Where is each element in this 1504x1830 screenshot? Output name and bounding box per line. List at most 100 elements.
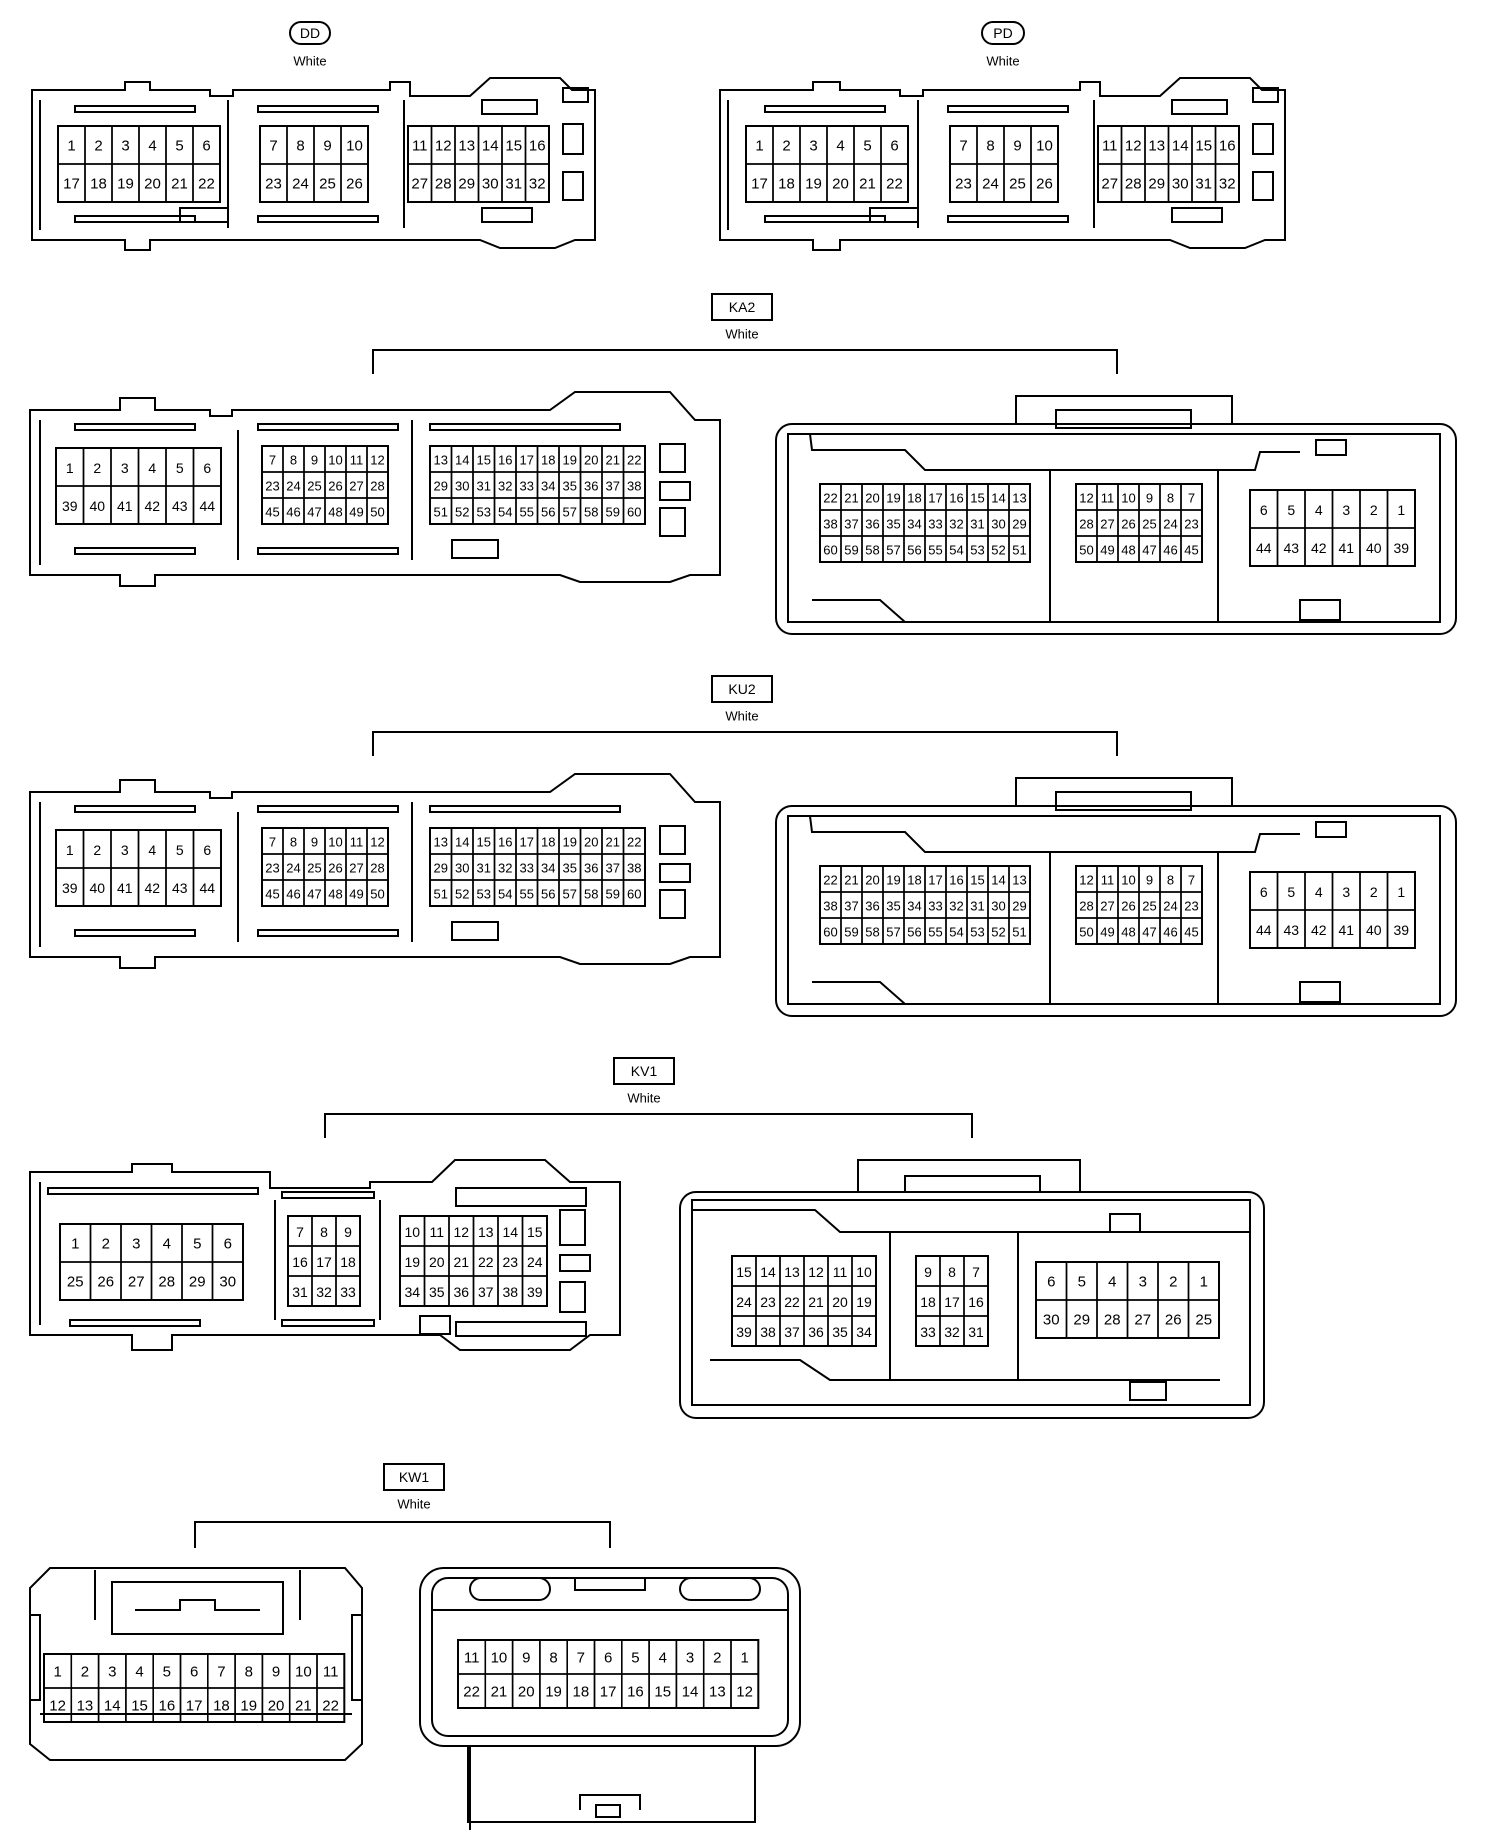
pin-number: 3 — [108, 1664, 116, 1681]
pin-number: 19 — [563, 835, 577, 850]
connector-kv1-color: White — [627, 1091, 660, 1106]
pin-number: 41 — [117, 880, 133, 896]
pin-number: 30 — [219, 1274, 236, 1291]
pin-number: 1 — [53, 1664, 61, 1681]
pin-number: 21 — [606, 453, 620, 468]
connector-kv1-bracket — [324, 1113, 973, 1138]
pin-number: 38 — [627, 861, 641, 876]
pin-number: 24 — [286, 479, 300, 494]
pin-number: 52 — [455, 887, 469, 902]
pin-number: 43 — [1283, 922, 1299, 938]
pin-number: 30 — [991, 517, 1005, 532]
pin-number: 52 — [991, 925, 1005, 940]
pin-number: 23 — [1184, 517, 1198, 532]
pin-number: 33 — [928, 899, 942, 914]
connector-pd-code: PD — [993, 25, 1012, 41]
pin-number: 7 — [577, 1650, 585, 1667]
pin-number: 5 — [163, 1664, 171, 1681]
connector-kw1-code-box — [383, 1463, 445, 1491]
pin-number: 13 — [1012, 491, 1026, 506]
pin-number: 53 — [970, 925, 984, 940]
pin-number: 35 — [832, 1324, 848, 1340]
pin-number: 59 — [844, 925, 858, 940]
pin-number: 6 — [890, 138, 898, 155]
pin-number: 16 — [627, 1684, 644, 1701]
pin-number: 4 — [163, 1236, 171, 1253]
connector-ka2-bracket — [372, 349, 1118, 374]
pin-cell — [192, 867, 222, 907]
pin-number: 49 — [349, 505, 363, 520]
pin-number: 12 — [1079, 873, 1093, 888]
pin-cell — [1386, 527, 1416, 567]
pin-number: 55 — [928, 543, 942, 558]
pin-number: 8 — [986, 138, 994, 155]
pin-number: 26 — [97, 1274, 114, 1291]
pin-number: 10 — [404, 1224, 420, 1240]
pin-cell — [1180, 535, 1203, 563]
pin-number: 54 — [498, 505, 512, 520]
pin-number: 18 — [573, 1684, 590, 1701]
pin-number: 1 — [1397, 502, 1405, 518]
pin-number: 16 — [1219, 138, 1236, 155]
pin-number: 15 — [477, 835, 491, 850]
pin-number: 6 — [1260, 502, 1268, 518]
pin-number: 29 — [1012, 899, 1026, 914]
pin-number: 2 — [102, 1236, 110, 1253]
pin-number: 56 — [907, 543, 921, 558]
pin-number: 23 — [502, 1254, 518, 1270]
pin-number: 23 — [265, 176, 282, 193]
pin-number: 9 — [344, 1224, 352, 1240]
pin-number: 20 — [144, 176, 161, 193]
pin-cell — [730, 1673, 760, 1709]
pin-number: 53 — [477, 887, 491, 902]
pin-number: 13 — [784, 1264, 800, 1280]
pin-number: 21 — [844, 491, 858, 506]
connector-kv1-code-box — [613, 1057, 675, 1085]
pin-number: 55 — [928, 925, 942, 940]
pin-number: 29 — [1012, 517, 1026, 532]
pin-number: 4 — [1108, 1274, 1116, 1291]
pin-number: 50 — [370, 505, 384, 520]
pin-number: 17 — [520, 453, 534, 468]
pin-number: 54 — [949, 925, 963, 940]
pin-number: 26 — [346, 176, 363, 193]
pin-number: 24 — [292, 176, 309, 193]
pin-number: 9 — [311, 835, 318, 850]
pin-number: 50 — [370, 887, 384, 902]
pin-number: 10 — [1121, 491, 1135, 506]
pin-number: 3 — [121, 842, 129, 858]
pin-number: 3 — [132, 1236, 140, 1253]
pin-number: 48 — [1121, 543, 1135, 558]
pin-number: 24 — [1163, 899, 1177, 914]
pin-number: 17 — [316, 1254, 332, 1270]
pin-number: 7 — [972, 1264, 980, 1280]
pin-number: 44 — [199, 880, 215, 896]
pin-number: 2 — [1169, 1274, 1177, 1291]
pin-number: 39 — [527, 1284, 543, 1300]
pin-number: 31 — [477, 861, 491, 876]
pin-number: 16 — [292, 1254, 308, 1270]
connector-kv1-code: KV1 — [631, 1063, 658, 1079]
pin-number: 39 — [1393, 540, 1409, 556]
pin-number: 48 — [328, 887, 342, 902]
pin-number: 29 — [434, 479, 448, 494]
pin-number: 55 — [520, 887, 534, 902]
pin-number: 24 — [736, 1294, 752, 1310]
connector-ka2-code-box — [711, 293, 773, 321]
connector-ku2-left-housing — [29, 773, 721, 969]
pin-number: 46 — [1163, 925, 1177, 940]
pin-number: 29 — [189, 1274, 206, 1291]
pin-number: 36 — [453, 1284, 469, 1300]
pin-number: 13 — [1012, 873, 1026, 888]
pin-number: 20 — [832, 1294, 848, 1310]
pin-number: 39 — [736, 1324, 752, 1340]
pin-number: 8 — [296, 138, 304, 155]
pin-number: 11 — [464, 1650, 480, 1667]
pin-number: 43 — [1283, 540, 1299, 556]
pin-number: 35 — [563, 861, 577, 876]
pin-number: 15 — [477, 453, 491, 468]
pin-cell — [622, 879, 646, 907]
pin-number: 28 — [1104, 1312, 1121, 1329]
